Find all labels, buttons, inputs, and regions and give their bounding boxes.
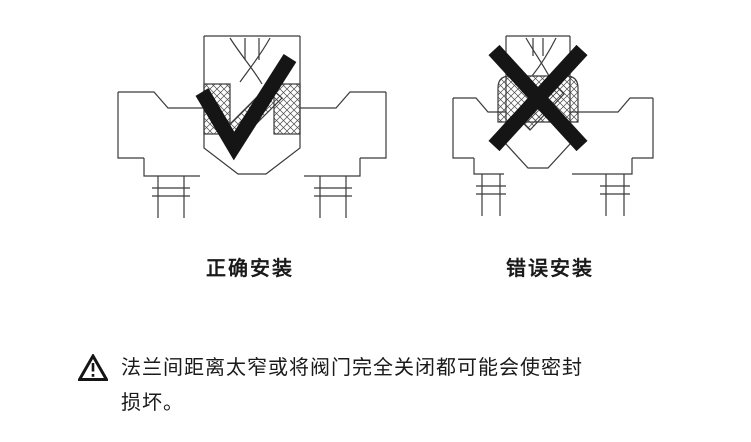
warning-triangle-icon bbox=[78, 354, 108, 381]
caption-correct-installation: 正确安装 bbox=[206, 256, 294, 280]
caption-incorrect-installation: 错误安装 bbox=[506, 256, 594, 280]
seal-seat-right bbox=[273, 83, 301, 135]
incorrect-installation-diagram bbox=[452, 35, 654, 216]
cross-mark-icon bbox=[488, 44, 588, 152]
checkmark-icon bbox=[195, 53, 297, 161]
warning-text: 法兰间距离太窄或将阀门完全关闭都可能会使密封 损坏。 bbox=[121, 350, 686, 420]
valve-body-outline bbox=[452, 35, 654, 216]
correct-installation-diagram bbox=[117, 35, 387, 218]
warning-text-line1: 法兰间距离太窄或将阀门完全关闭都可能会使密封 bbox=[121, 355, 583, 379]
warning-note: 法兰间距离太窄或将阀门完全关闭都可能会使密封 损坏。 bbox=[78, 350, 698, 420]
warning-text-line2: 损坏。 bbox=[121, 390, 184, 414]
